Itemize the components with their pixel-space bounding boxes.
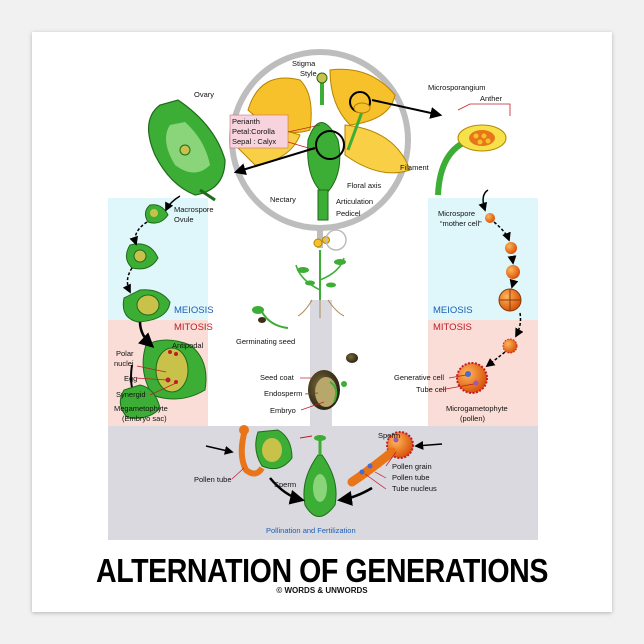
tube-nucleus-label: Tube nucleus (392, 484, 437, 493)
sperm-right-label: Sperm (378, 431, 400, 440)
nuclei-label: nuclei (114, 359, 134, 368)
antipodal-label: Antipodal (172, 341, 204, 350)
flower-magnifier (229, 49, 411, 248)
seed-coat-label: Seed coat (260, 373, 295, 382)
perianth-label: Perianth (232, 117, 260, 126)
generative-cell-label: Generative cell (394, 373, 444, 382)
stigma-label: Stigma (292, 59, 316, 68)
ovary-label: Ovary (194, 90, 214, 99)
style-label: Style (300, 69, 317, 78)
pedicel-label: Pedicel (336, 209, 361, 218)
alternation-diagram: Perianth Petal:Corolla Sepal : Calyx Sti… (96, 49, 549, 595)
poster: Perianth Petal:Corolla Sepal : Calyx Sti… (32, 32, 612, 612)
macrospore-label: Macrospore (174, 205, 214, 214)
floral-axis-label: Floral axis (347, 181, 381, 190)
germinating-seed (252, 306, 289, 329)
fertilization-illustrations (238, 425, 414, 517)
embryo-sac-label: (Embryo sac) (122, 414, 167, 423)
nectary-label: Nectary (270, 195, 296, 204)
copyright: © WORDS & UNWORDS (276, 586, 368, 595)
anther-illustration (435, 103, 511, 196)
female-meiosis-label: MEIOSIS (174, 305, 214, 316)
germinating-seed-label: Germinating seed (236, 337, 295, 346)
sporophyte-plant (295, 229, 347, 318)
sperm-left-label: Sperm (274, 480, 296, 489)
endosperm-label: Endosperm (264, 389, 302, 398)
egg-label: Egg (124, 374, 137, 383)
tube-cell-label: Tube cell (416, 385, 446, 394)
megagametophyte-label: Megametophyte (114, 404, 168, 413)
pollen-tube-right-label: Pollen tube (392, 473, 430, 482)
ovule-label: Ovule (174, 215, 194, 224)
microspore-label: Microspore (438, 209, 475, 218)
male-mitosis-label: MITOSIS (433, 322, 472, 333)
pollen-label: (pollen) (460, 414, 486, 423)
seed-small (346, 353, 358, 363)
perianth-box (229, 114, 289, 149)
male-meiosis-label: MEIOSIS (433, 305, 473, 316)
articulation-label: Articulation (336, 197, 373, 206)
female-mitosis-label: MITOSIS (174, 322, 213, 333)
poster-title: ALTERNATION OF GENERATIONS (96, 552, 548, 589)
seed-cross-section (308, 370, 347, 410)
microgametophyte-label: Microgametophyte (446, 404, 508, 413)
petal-label: Petal:Corolla (232, 127, 276, 136)
embryo-label: Embryo (270, 406, 296, 415)
microsporangium-label: Microsporangium (428, 83, 486, 92)
pollen-grain-label: Pollen grain (392, 462, 432, 471)
pollination-caption: Pollination and Fertilization (266, 526, 356, 535)
synergid-label: Synergid (116, 390, 146, 399)
sepal-label: Sepal : Calyx (232, 137, 276, 146)
female-ovule-sequence (122, 204, 207, 400)
ovary-illustration (148, 99, 226, 202)
filament-label: Filament (400, 163, 430, 172)
polar-label: Polar (116, 349, 134, 358)
mother-cell-label: “mother cell” (440, 219, 482, 228)
pollen-tube-left-label: Pollen tube (194, 475, 232, 484)
anther-label: Anther (480, 94, 503, 103)
